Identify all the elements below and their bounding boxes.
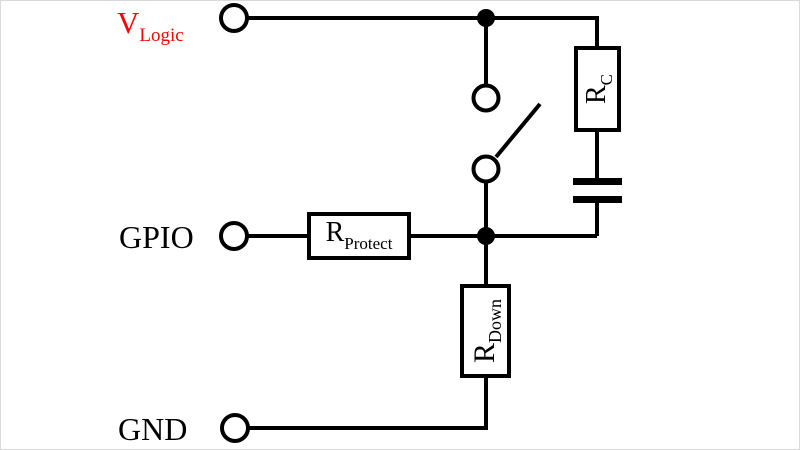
capacitor-bottom-plate [573, 196, 622, 203]
rdown-resistor-body [460, 284, 511, 378]
switch-lower-contact [471, 154, 501, 184]
vlogic-label-main: V [117, 5, 140, 40]
rc-label-main: R [581, 85, 612, 105]
rdown-to-gnd-wire [248, 376, 488, 430]
gnd-terminal-label: GND [118, 411, 188, 447]
rdown-resistor-label: RDown [468, 299, 505, 364]
rc-resistor-body [574, 46, 621, 132]
switch-blade [494, 102, 542, 159]
switch-upper-contact [471, 83, 501, 113]
gpio-terminal [219, 221, 249, 251]
vlogic-label-subscript: Logic [139, 25, 184, 46]
vlogic-terminal [219, 3, 249, 33]
junction-dot-gpio [477, 227, 495, 245]
vlogic-rail-wire [247, 16, 599, 48]
capacitor-top-plate [573, 178, 622, 185]
vlogic-terminal-label: VLogic [117, 5, 184, 45]
gpio-terminal-label: GPIO [119, 219, 194, 255]
rprotect-resistor-body [307, 212, 411, 260]
rprotect-label-subscript: Protect [344, 234, 393, 253]
junction-dot-top [477, 9, 495, 27]
rdown-label-main: R [468, 342, 501, 364]
gnd-terminal [220, 413, 250, 443]
rprotect-resistor-label: RProtect [309, 214, 409, 258]
rdown-label-subscript: Down [485, 298, 505, 343]
rprotect-label-main: R [325, 217, 345, 248]
rc-resistor-label: RC [581, 74, 616, 105]
rc-label-subscript: C [597, 73, 616, 86]
